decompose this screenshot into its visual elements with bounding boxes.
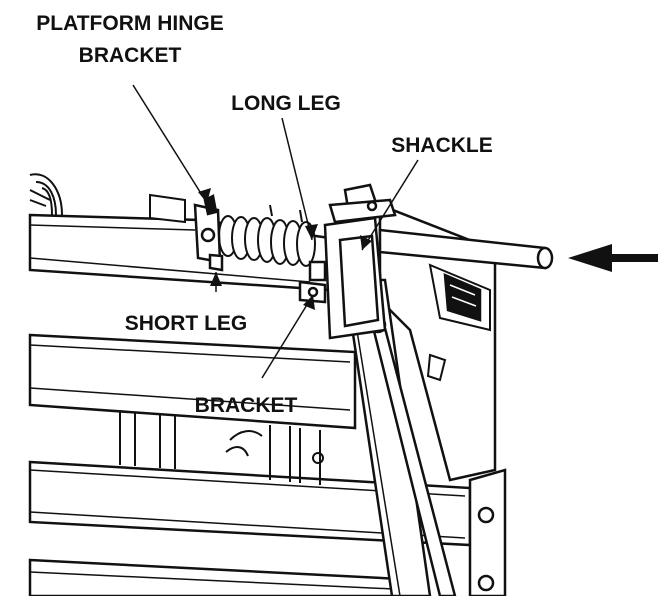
label-platform-hinge-line2: BRACKET (79, 44, 182, 67)
leader-arrowheads (198, 188, 372, 310)
leader-shackle (361, 159, 419, 251)
arrowhead-bracket (303, 295, 315, 310)
arrowhead-platform-hinge (198, 188, 211, 203)
shackle-assembly (323, 183, 397, 340)
left-drum (29, 173, 63, 216)
label-shackle: SHACKLE (391, 134, 493, 157)
label-bracket: BRACKET (195, 394, 298, 417)
inner-supports (119, 193, 324, 485)
leader-bracket (261, 294, 314, 379)
label-short-leg: SHORT LEG (125, 312, 248, 335)
arrowhead-long-leg (305, 224, 318, 240)
arrowhead-shackle (360, 235, 372, 250)
label-platform-hinge-line1: PLATFORM HINGE (36, 12, 223, 35)
leader-long-leg (281, 117, 313, 241)
leader-platform-hinge (132, 84, 208, 204)
platform-hinge-bracket-shape (193, 194, 224, 272)
right-housing (378, 203, 507, 596)
label-long-leg: LONG LEG (231, 92, 341, 115)
arrowhead-short-leg (210, 272, 222, 286)
direction-arrow (568, 244, 658, 272)
lower-bracket-shape (298, 260, 327, 304)
shaft-rod (378, 228, 554, 270)
